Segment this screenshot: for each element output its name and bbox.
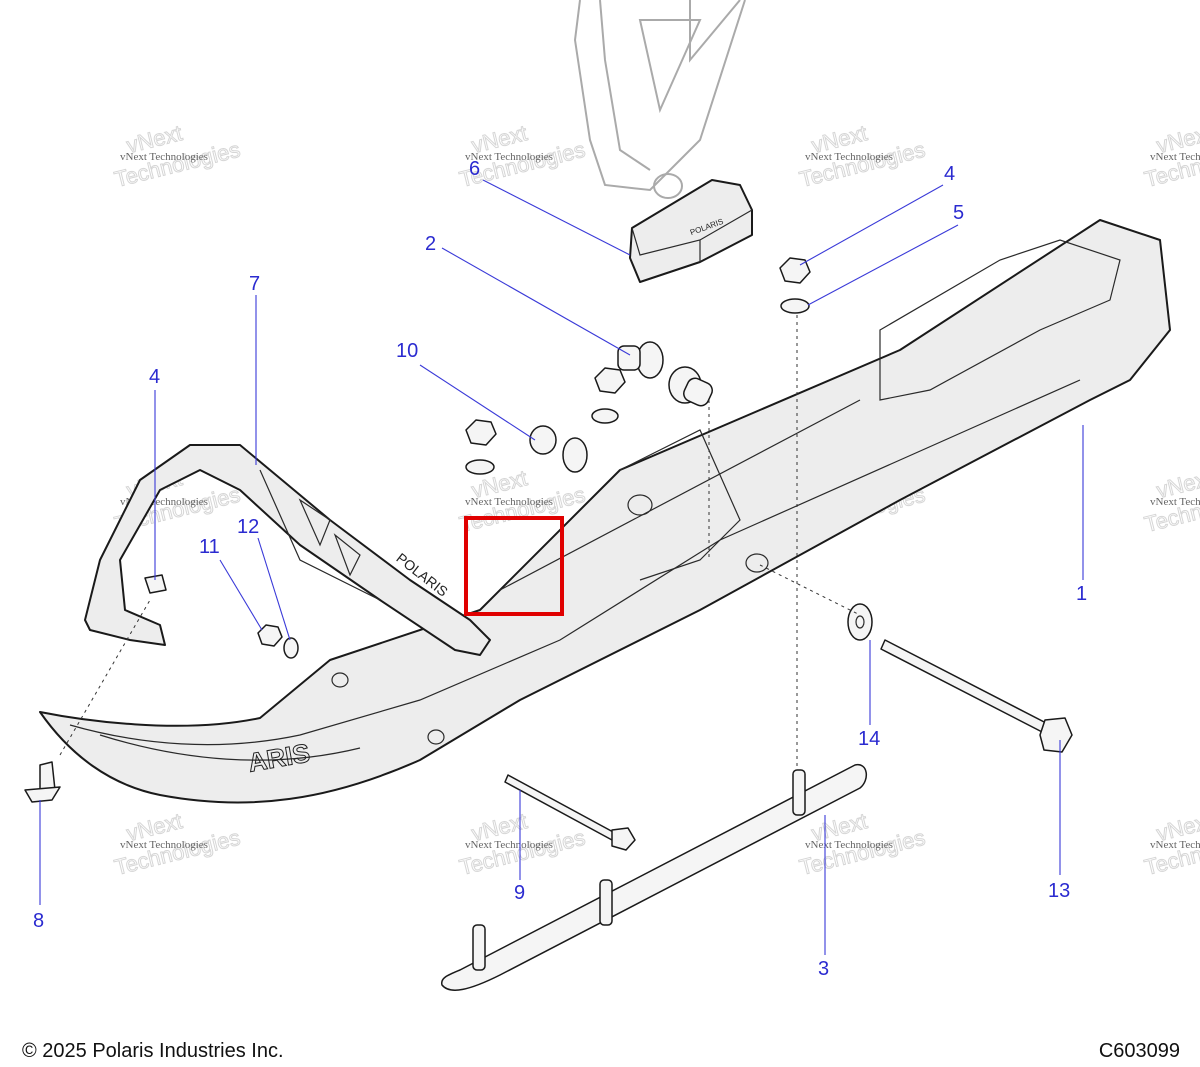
spindle-ghost [573,0,746,199]
spindle-bolt [880,639,1073,753]
callout-4-left: 4 [149,366,160,388]
watermark: vNext Technologies vNext Technologies [796,808,928,881]
rivet-8 [24,761,61,803]
watermark: vNext Technologies vNext Technologies [456,808,588,881]
svg-text:vNext Technologies: vNext Technologies [465,496,553,508]
callout-12: 12 [237,516,259,538]
svg-text:vNext Technologies: vNext Technologies [1150,839,1200,851]
watermark: vNext Technologies vNext Technologies [796,120,928,193]
figure-id: C603099 [1098,1040,1180,1062]
runner-bolt [504,774,636,851]
leader-lines [39,179,1084,955]
nuts-washers [144,257,811,659]
callout-8: 8 [33,910,44,932]
svg-text:vNext Technologies: vNext Technologies [1150,151,1200,163]
callout-14: 14 [858,728,880,750]
svg-text:vNext Technologies: vNext Technologies [805,151,893,163]
washer-14 [847,603,873,641]
callout-5: 5 [953,202,964,224]
watermark: vNext Technologies vNext Technologies [456,120,588,193]
callout-13: 13 [1048,880,1070,902]
spindle-bumper: POLARIS [629,179,753,283]
assembly-lines [59,315,861,770]
callout-3: 3 [818,958,829,980]
callout-10: 10 [396,340,418,362]
watermark: vNext Technologies vNext Technologies [1141,120,1200,193]
callout-6: 6 [469,158,480,180]
callout-7: 7 [249,273,260,295]
callouts: 1 2 3 4 4 5 6 7 8 9 10 11 12 13 14 [33,158,1087,980]
callout-2: 2 [425,233,436,255]
watermark: vNext Technologies vNext Technologies [111,120,243,193]
callout-9: 9 [514,882,525,904]
watermark: vNext Technologies vNext Technologies [1141,808,1200,881]
callout-4-right: 4 [944,163,955,185]
carbide-runner [440,764,867,991]
bushings [529,341,713,473]
svg-text:vNext Technologies: vNext Technologies [465,151,553,163]
ski-loop: POLARIS [84,444,491,656]
callout-11: 11 [199,536,220,558]
callout-1: 1 [1076,583,1087,605]
svg-text:vNext Technologies: vNext Technologies [120,839,208,851]
svg-text:vNext Technologies: vNext Technologies [805,839,893,851]
svg-text:vNext Technologies: vNext Technologies [465,839,553,851]
watermark: vNext Technologies vNext Technologies [111,808,243,881]
ski-body: ARIS [39,219,1171,804]
copyright-text: © 2025 Polaris Industries Inc. [22,1040,284,1062]
svg-text:vNext Technologies: vNext Technologies [120,151,208,163]
watermark: vNext Technologies vNext Technologies [1141,465,1200,538]
highlight-box [464,516,564,616]
svg-text:vNext Technologies: vNext Technologies [1150,496,1200,508]
